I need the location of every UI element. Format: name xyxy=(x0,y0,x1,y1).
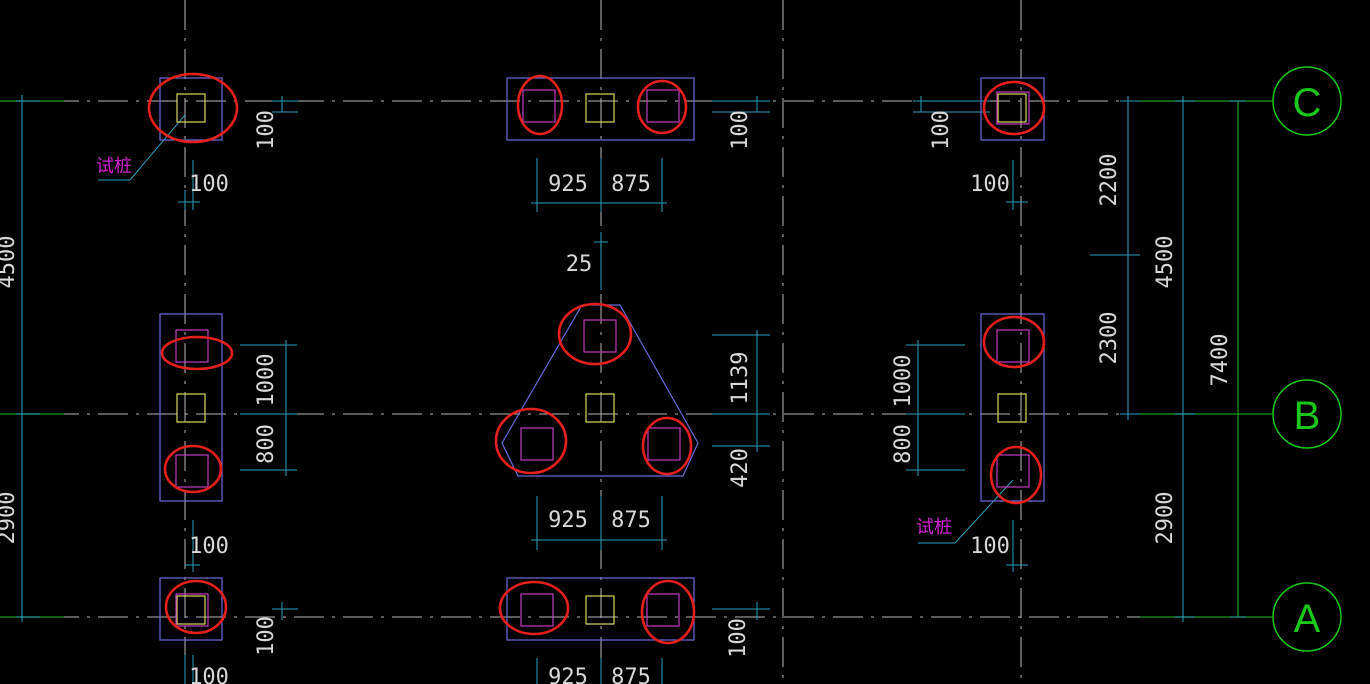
dim-label-right-7400: 7400 xyxy=(1208,334,1233,387)
pile-cap-mid-right[interactable] xyxy=(980,313,1045,502)
dim-label-right-2300: 2300 xyxy=(1097,312,1122,365)
dim-label-mr-100-h: 100 xyxy=(970,534,1010,559)
dim-label-mm-1139: 1139 xyxy=(728,352,753,405)
dim-label-bl-100-h: 100 xyxy=(189,665,229,684)
pile-mid-left-top[interactable] xyxy=(175,329,209,363)
test-pile-note-right: 试桩 xyxy=(916,517,952,538)
dim-label-bm-925: 925 xyxy=(548,665,588,684)
pile-bottom-middle-right[interactable] xyxy=(646,593,680,627)
column-mid-middle[interactable] xyxy=(585,393,615,423)
dim-label-tm-925: 925 xyxy=(548,172,588,197)
dim-label-mr-800: 800 xyxy=(891,424,916,464)
pile-cap-top-right[interactable] xyxy=(980,77,1045,141)
axis-bubble-A[interactable] xyxy=(1272,582,1342,652)
dim-label-mm-875: 875 xyxy=(611,508,651,533)
columns xyxy=(176,93,1027,625)
pile-bottom-middle-left[interactable] xyxy=(520,593,554,627)
pile-mid-triangle-right[interactable] xyxy=(647,427,681,461)
dim-label-mm-420: 420 xyxy=(728,448,753,488)
pile-cap-mid-left[interactable] xyxy=(159,313,223,502)
dim-label-mm-925: 925 xyxy=(548,508,588,533)
dim-label-mm-25: 25 xyxy=(566,252,593,277)
highlight-top-left xyxy=(147,72,239,144)
piles xyxy=(175,89,1030,627)
dim-label-right-2200: 2200 xyxy=(1097,154,1122,207)
axis-label-B: B xyxy=(1294,394,1321,438)
highlight-mid-right-bottom xyxy=(989,445,1043,505)
dim-label-tl-100-h: 100 xyxy=(189,172,229,197)
axis-label-A: A xyxy=(1294,597,1321,641)
column-bottom-middle[interactable] xyxy=(585,595,615,625)
axis-bubbles xyxy=(1272,66,1342,652)
highlight-mid-left-bottom xyxy=(163,444,223,494)
axis-bubble-C[interactable] xyxy=(1272,66,1342,136)
pile-bottom-left[interactable] xyxy=(175,593,209,627)
test-pile-note-top: 试桩 xyxy=(96,156,132,177)
highlight-bottom-middle-right xyxy=(640,579,696,645)
dim-label-tm-875: 875 xyxy=(611,172,651,197)
dim-label-bl-100-v: 100 xyxy=(254,616,279,656)
horizontal-axis-lines xyxy=(0,100,1272,618)
dim-label-tm-100-v: 100 xyxy=(728,110,753,150)
highlight-top-right xyxy=(982,80,1046,136)
axis-label-C: C xyxy=(1293,81,1322,125)
axis-bubble-B[interactable] xyxy=(1272,379,1342,449)
dim-label-tl-100-v: 100 xyxy=(254,110,279,150)
pile-mid-left-bottom[interactable] xyxy=(175,454,209,488)
column-mid-left[interactable] xyxy=(176,393,206,423)
column-top-middle[interactable] xyxy=(585,93,615,123)
dim-label-left-4500: 4500 xyxy=(0,236,20,289)
axis-green-segments xyxy=(0,100,1272,618)
column-top-left[interactable] xyxy=(176,93,206,123)
dim-label-tr-100-h: 100 xyxy=(970,172,1010,197)
pile-top-middle-right[interactable] xyxy=(646,89,680,123)
highlight-top-middle-left xyxy=(516,74,564,136)
highlight-ellipses xyxy=(147,72,1046,645)
pile-mid-right-top[interactable] xyxy=(996,329,1030,363)
column-mid-right[interactable] xyxy=(997,393,1027,423)
pile-top-right[interactable] xyxy=(996,91,1030,125)
pile-mid-right-bottom[interactable] xyxy=(996,454,1030,488)
pile-cap-mid-triangle[interactable] xyxy=(501,304,699,477)
pile-mid-triangle-top[interactable] xyxy=(583,319,617,353)
column-top-right[interactable] xyxy=(997,93,1027,123)
pile-cap-top-middle[interactable] xyxy=(506,77,695,141)
dim-label-ml-100-h: 100 xyxy=(189,534,229,559)
dim-label-bm-875: 875 xyxy=(611,665,651,684)
dim-label-ml-1000: 1000 xyxy=(254,354,279,407)
pile-cap-bottom-left[interactable] xyxy=(159,577,223,641)
vertical-center-lines xyxy=(184,0,1022,684)
highlight-mid-triangle-top xyxy=(557,302,633,366)
dim-label-bm-100-v: 100 xyxy=(726,618,751,658)
dim-label-tr-100-v: 100 xyxy=(929,110,954,150)
dim-label-right-2900: 2900 xyxy=(1153,492,1178,545)
dim-label-left-2900: 2900 xyxy=(0,492,20,545)
dim-label-ml-800: 800 xyxy=(254,424,279,464)
highlight-mid-triangle-right xyxy=(641,416,693,476)
dim-label-right-4500: 4500 xyxy=(1153,236,1178,289)
pile-top-middle-left[interactable] xyxy=(522,89,556,123)
pile-mid-triangle-left[interactable] xyxy=(520,427,554,461)
highlight-mid-left-top xyxy=(160,335,234,371)
column-bottom-left[interactable] xyxy=(176,595,206,625)
highlight-mid-triangle-left xyxy=(494,407,568,475)
highlight-mid-right-top xyxy=(982,315,1046,369)
dimension-lines xyxy=(16,95,1246,684)
dimension-labels: 4500 2900 100 100 100 925 875 100 100 10… xyxy=(0,110,1233,684)
highlight-bottom-middle-left xyxy=(498,580,570,636)
highlight-bottom-left xyxy=(164,579,228,635)
highlight-top-middle-right xyxy=(636,79,688,135)
pile-cap-top-left[interactable] xyxy=(159,77,223,141)
dim-label-mr-1000: 1000 xyxy=(891,355,916,408)
